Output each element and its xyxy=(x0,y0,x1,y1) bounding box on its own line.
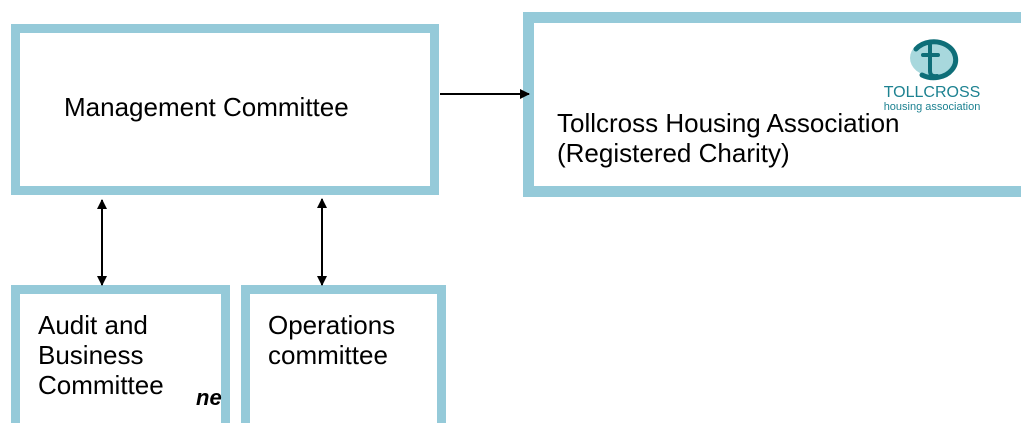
audit-business-committee-label: Audit and Business Committee xyxy=(38,310,164,400)
tollcross-housing-association-label: Tollcross Housing Association (Registere… xyxy=(557,108,900,168)
tollcross-logo: TOLLCROSS housing association xyxy=(884,39,981,113)
audit-business-committee-box: Audit and Business Committee xyxy=(11,285,230,423)
logo-letter-t xyxy=(921,43,940,79)
operations-committee-label: Operations committee xyxy=(268,310,396,370)
tollcross-housing-association-box: TOLLCROSS housing association Tollcross … xyxy=(523,12,1021,197)
management-committee-box: Management Committee xyxy=(11,24,439,195)
logo-wordmark: TOLLCROSS xyxy=(884,84,981,101)
operations-committee-box: Operations committee xyxy=(241,285,446,423)
logo-tagline: housing association xyxy=(884,101,981,113)
management-committee-label: Management Committee xyxy=(64,92,349,122)
clipped-text-fragment: ne xyxy=(196,385,222,410)
